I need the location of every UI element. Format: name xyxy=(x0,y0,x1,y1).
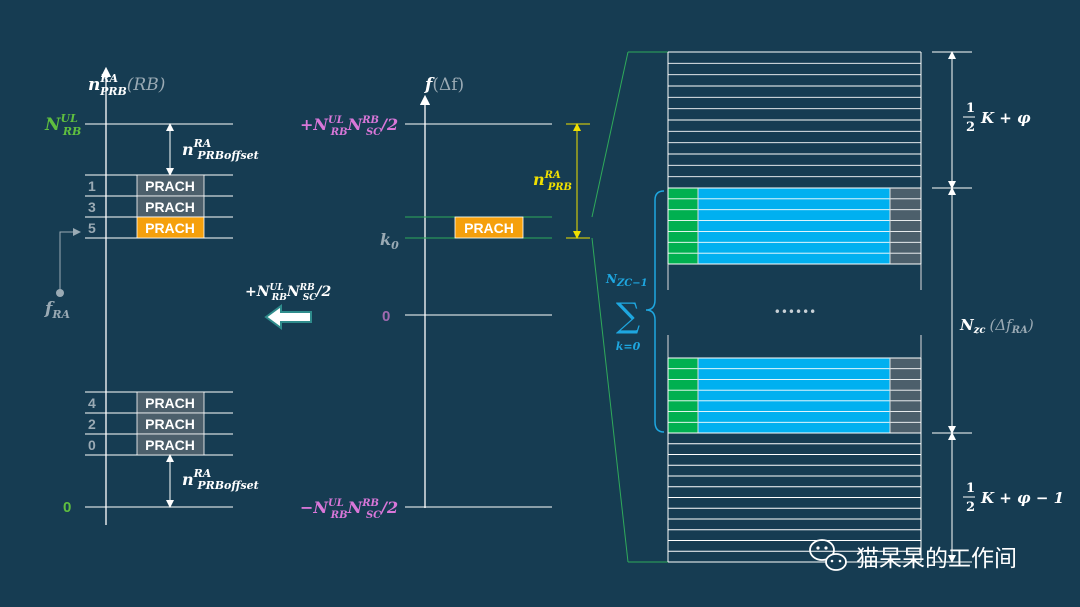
top-dimension-label: 1 2 K + φ xyxy=(963,101,1031,135)
zc-block-last-guard xyxy=(890,358,921,433)
fraction-numerator: 1 xyxy=(966,101,975,116)
middle-axis-label: f(Δf) xyxy=(424,75,464,95)
prach-block-2: PRACH xyxy=(145,416,195,432)
sum-symbol: ∑ xyxy=(616,296,640,336)
sum-lower-limit: k=0 xyxy=(616,340,641,353)
prach-block-5-highlighted: PRACH xyxy=(145,220,195,236)
prach-block-1: PRACH xyxy=(145,178,195,194)
row-index: 2 xyxy=(88,416,96,432)
bottom-dimension-label: 1 2 K + φ − 1 xyxy=(963,481,1064,515)
fraction-numerator: 1 xyxy=(966,481,975,496)
row-index: 1 xyxy=(88,178,96,194)
fra-label: fRA xyxy=(44,299,70,321)
summation-label: NZC−1 ∑ k=0 xyxy=(605,272,648,353)
ellipsis: •••••• xyxy=(774,305,816,319)
curly-brace xyxy=(645,190,665,433)
row-index: 3 xyxy=(88,199,96,215)
sum-upper-limit: NZC−1 xyxy=(605,272,648,289)
nzc-label: Nzc(ΔfRA) xyxy=(959,316,1034,336)
zc-block-first-guard xyxy=(890,188,921,264)
zc-block-last-sequence xyxy=(698,358,890,433)
fraction-denominator: 2 xyxy=(966,500,975,515)
prach-block-0: PRACH xyxy=(145,437,195,453)
prach-block-3: PRACH xyxy=(145,199,195,215)
row-index: 4 xyxy=(88,395,96,411)
left-arrow-icon xyxy=(264,304,312,330)
fraction-rest: K + φ xyxy=(980,109,1031,127)
zc-block-first-cp xyxy=(668,188,698,264)
subcarrier-grid xyxy=(667,51,922,563)
wechat-icon xyxy=(809,539,847,571)
prach-block-frequency: PRACH xyxy=(464,220,514,236)
zc-block-last-cp xyxy=(668,358,698,433)
middle-zero-label: 0 xyxy=(382,308,390,325)
left-zero-label: 0 xyxy=(63,499,71,516)
fraction-denominator: 2 xyxy=(966,120,975,135)
upper-prach-rows: PRACH PRACH PRACH 1 3 5 xyxy=(85,174,233,239)
watermark-text: 猫呆呆的工作间 xyxy=(856,546,1017,572)
row-index: 5 xyxy=(88,220,96,236)
watermark: 猫呆呆的工作间 xyxy=(809,539,1017,572)
k0-label: k0 xyxy=(380,230,399,252)
zc-block-first-sequence xyxy=(698,188,890,264)
row-index: 0 xyxy=(88,437,96,453)
dimension-arrows: 1 2 K + φ Nzc(ΔfRA) 1 2 K + φ − 1 xyxy=(932,51,1064,563)
lower-prach-rows: PRACH PRACH PRACH 4 2 0 xyxy=(85,391,233,456)
fraction-rest: K + φ − 1 xyxy=(980,489,1064,507)
prach-block-4: PRACH xyxy=(145,395,195,411)
